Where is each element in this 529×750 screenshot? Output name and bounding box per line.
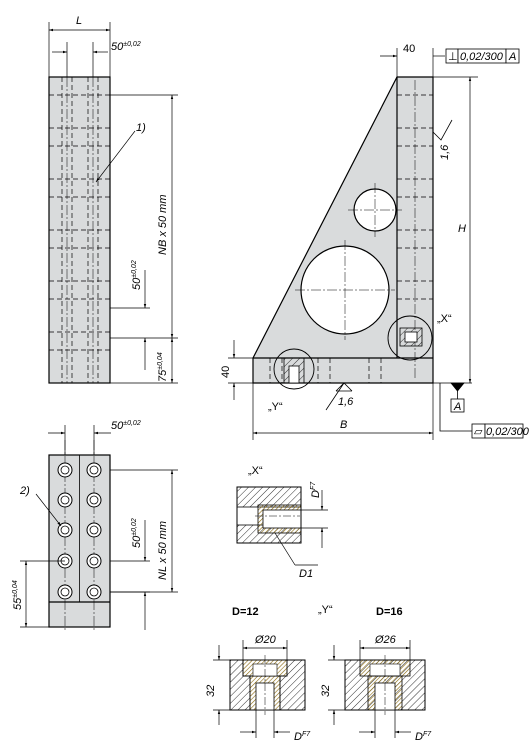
perpendicularity-frame: [445, 48, 520, 64]
dim-50-top: [52, 42, 108, 77]
dim-50-bside: [110, 520, 150, 630]
roughness-symbol-2: [325, 382, 353, 411]
dim-75: [110, 338, 178, 384]
dim-d12: [213, 640, 290, 738]
flatness-frame: [439, 383, 524, 439]
side-view-block: [48, 76, 111, 384]
label-40-left: 40: [220, 366, 232, 378]
perp-symbol: ⊥: [448, 51, 458, 63]
label-D-y1: DF7: [294, 731, 311, 743]
label-D12: D=12: [232, 606, 259, 618]
dim-H: [433, 76, 478, 383]
label-nb: NB x 50 mm: [157, 194, 169, 255]
label-dia20: Ø20: [254, 634, 277, 646]
label-ref-2: 2): [19, 485, 30, 497]
detail-y-d16: [344, 655, 426, 715]
label-32b: 32: [320, 685, 332, 697]
label-50-side: 50±0,02: [131, 260, 143, 290]
datum-a-bottom: [433, 382, 472, 413]
dim-B: [252, 383, 434, 440]
dim-detail-x: [274, 490, 328, 566]
angle-bracket-view: [252, 76, 434, 390]
leader-2: [35, 493, 62, 527]
top-view-block: [48, 440, 111, 630]
perp-datum: A: [508, 51, 516, 63]
label-40-top: 40: [403, 43, 415, 55]
label-rough-2: 1,6: [338, 396, 354, 408]
label-D1: D1: [299, 568, 313, 580]
label-50-top: 50±0,02: [111, 41, 141, 53]
label-ref-1: 1): [136, 122, 146, 134]
label-32a: 32: [205, 685, 217, 697]
label-x: „X“: [437, 313, 452, 325]
dim-55: [20, 560, 65, 628]
label-rough-1: 1,6: [439, 144, 451, 160]
label-50-bottom: 50±0,02: [111, 420, 141, 432]
leader-1: [95, 130, 136, 183]
dim-50-bottom: [48, 425, 111, 455]
label-L: L: [76, 15, 82, 27]
label-75: 75±0,04: [157, 352, 169, 382]
label-D-x: DF7: [310, 481, 322, 498]
dim-nl: [110, 469, 178, 593]
detail-y-d12: [229, 655, 306, 715]
label-B: B: [340, 419, 347, 431]
detail-x-section: [236, 486, 302, 544]
flat-symbol: ▱: [474, 426, 483, 438]
label-D16: D=16: [376, 606, 403, 618]
dim-d16: [328, 640, 411, 738]
label-H: H: [458, 223, 466, 235]
label-50-bside: 50±0,02: [131, 518, 143, 548]
title-detail-y: „Y“: [318, 604, 333, 616]
label-D-y2: DF7: [415, 731, 432, 743]
dim-L: [48, 22, 111, 77]
dim-50-side: [110, 270, 150, 370]
label-nl: NL x 50 mm: [157, 521, 169, 580]
label-55: 55±0,04: [12, 580, 24, 610]
perp-tol: 0,02/300: [460, 51, 504, 63]
datum-a-letter: A: [453, 401, 461, 413]
dim-40-left: [228, 340, 253, 400]
dim-40-top: [380, 48, 445, 77]
label-dia26: Ø26: [374, 634, 397, 646]
flat-tol: 0,02/300: [486, 426, 529, 438]
roughness-symbol-1: [432, 119, 453, 141]
title-detail-x: „X“: [248, 465, 263, 477]
label-y: „Y“: [268, 401, 283, 413]
